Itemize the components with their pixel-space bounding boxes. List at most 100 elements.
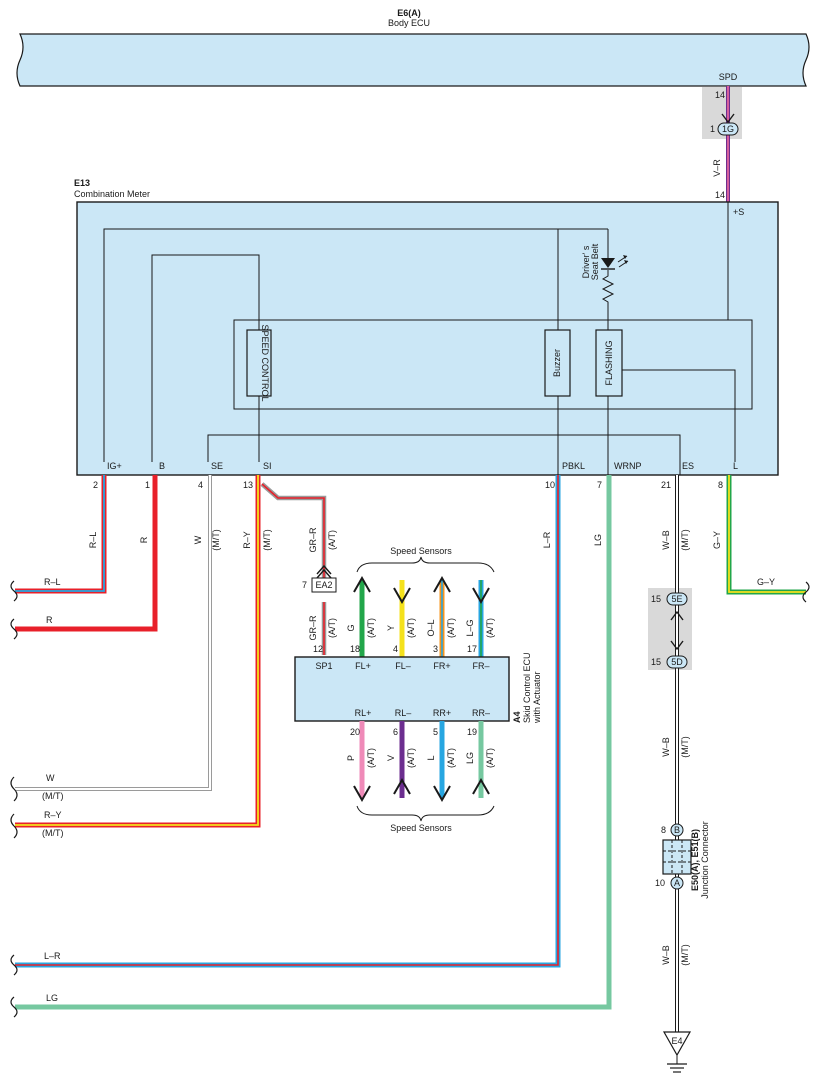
- wire-l-r-label-left: L–R: [44, 951, 61, 961]
- skid-wire-bottom-at-2: (A/T): [446, 748, 456, 768]
- skid-pin-rl-minus: RL–: [395, 708, 412, 718]
- wire-v-r-label: V–R: [712, 159, 722, 177]
- speed-sensors-bottom-label: Speed Sensors: [390, 823, 452, 833]
- pin-b: B: [159, 461, 165, 471]
- ground-e4-icon: [662, 1031, 692, 1073]
- connector-5d-label: 5D: [671, 657, 683, 667]
- connector-1g: [717, 122, 739, 136]
- speed-control-label: SPEED CONTROL: [260, 324, 270, 401]
- wire-r-l-label-left: R–L: [44, 577, 61, 587]
- pin-spd: SPD: [719, 72, 738, 82]
- connector-ea2-label: EA2: [315, 580, 332, 590]
- junction-pin-b: 8: [661, 825, 666, 835]
- pin-se: SE: [211, 461, 223, 471]
- combination-meter-box: [76, 201, 779, 476]
- wire-r: [15, 475, 158, 632]
- pin-number-si: 13: [243, 480, 253, 490]
- wire-r-y-mt: (M/T): [262, 529, 272, 551]
- skid-pin-rl-plus: RL+: [355, 708, 372, 718]
- skid-pin-fr-minus: FR–: [472, 661, 489, 671]
- wire-gr-r-at-2: (A/T): [327, 618, 337, 638]
- ground-e4-label: E4: [671, 1036, 682, 1046]
- skid-wire-top-at-1: (A/T): [406, 618, 416, 638]
- body-ecu-name: Body ECU: [388, 18, 430, 28]
- skid-ecu-code: A4: [512, 711, 522, 723]
- skid-wire-bottom-at-1: (A/T): [406, 748, 416, 768]
- wire-w-b-mt-1: (M/T): [680, 529, 690, 551]
- skid-num-top-2: 3: [433, 644, 438, 654]
- junction-name: Junction Connector: [700, 821, 710, 899]
- wire-w-b-label-1: W–B: [661, 530, 671, 550]
- junction-b-label: B: [674, 825, 680, 835]
- body-ecu-code: E6(A): [397, 8, 421, 18]
- meter-pin-14: 14: [715, 190, 725, 200]
- skid-wire-bottom-3: LG: [465, 752, 475, 764]
- skid-wire-bottom-at-3: (A/T): [485, 748, 495, 768]
- seat-belt-label-2: Seat Belt: [590, 243, 600, 280]
- connector-1g-label: 1G: [722, 124, 734, 134]
- wire-g-y: [726, 475, 806, 595]
- seat-belt-led-icon: [601, 255, 629, 270]
- wire-r-l: [15, 475, 107, 594]
- pin-l: L: [733, 461, 738, 471]
- wire-l-r: [15, 475, 561, 968]
- wire-gr-r-label-2: GR–R: [308, 615, 318, 641]
- connector-5d-pin: 15: [651, 657, 661, 667]
- skid-wire-top-1: Y: [386, 625, 396, 631]
- wire-g-y-label: G–Y: [712, 531, 722, 549]
- skid-num-top-0: 18: [350, 644, 360, 654]
- skid-pin-fl-plus: FL+: [355, 661, 371, 671]
- wire-lg-label: LG: [593, 534, 603, 546]
- meter-internal-circuit: [103, 202, 753, 475]
- skid-num-top-3: 17: [467, 644, 477, 654]
- connector-5d: [666, 655, 688, 669]
- skid-wire-top-2: O–L: [426, 619, 436, 636]
- skid-num-bottom-1: 6: [393, 727, 398, 737]
- skid-num-top-1: 4: [393, 644, 398, 654]
- pin-number-wrnp: 7: [597, 480, 602, 490]
- connector-ea2: [311, 577, 337, 593]
- junction-pin-a: 10: [655, 878, 665, 888]
- skid-wire-top-at-3: (A/T): [485, 618, 495, 638]
- wire-w-b-mt-3: (M/T): [680, 944, 690, 966]
- pin-spd-number: 14: [715, 90, 725, 100]
- skid-pin-fr-plus: FR+: [433, 661, 450, 671]
- wire-l-r-label: L–R: [542, 531, 552, 548]
- wire-w-b-label-3: W–B: [661, 945, 671, 965]
- seat-belt-label-1: Driver' s: [581, 245, 591, 278]
- skid-num-bottom-2: 5: [433, 727, 438, 737]
- skid-control-ecu-box: [294, 656, 510, 722]
- flashing-label: FLASHING: [604, 340, 614, 385]
- flashing-block: [595, 329, 623, 397]
- wire-w-label: W: [193, 535, 203, 544]
- skid-wire-top-at-2: (A/T): [446, 618, 456, 638]
- buzzer-label: Buzzer: [552, 349, 562, 377]
- pin-es: ES: [682, 461, 694, 471]
- wire-w-label-left: W: [46, 773, 55, 783]
- connector-5e: [666, 592, 688, 606]
- speed-control-block: [246, 329, 272, 397]
- wire-w: [15, 475, 212, 791]
- wire-w-mt-left: (M/T): [42, 791, 64, 801]
- meter-name: Combination Meter: [74, 189, 150, 199]
- skid-num-bottom-0: 20: [350, 727, 360, 737]
- wire-w-b-label-2: W–B: [661, 737, 671, 757]
- skid-wire-bottom-1: V: [386, 755, 396, 761]
- pin-number-ig: 2: [93, 480, 98, 490]
- wire-lg-label-left: LG: [46, 993, 58, 1003]
- skid-pin-12: 12: [313, 644, 323, 654]
- pin-ig: IG+: [107, 461, 122, 471]
- speed-sensors-bottom-brace: [356, 805, 495, 822]
- skid-num-bottom-3: 19: [467, 727, 477, 737]
- pin-number-b: 1: [145, 480, 150, 490]
- wire-gr-r: [260, 482, 327, 655]
- pin-number-es: 21: [661, 480, 671, 490]
- junction-a-label: A: [674, 878, 680, 888]
- skid-ecu-name-2: with Actuator: [532, 671, 542, 724]
- meter-pin-plus-s: +S: [733, 207, 744, 217]
- skid-wire-top-0: G: [346, 624, 356, 631]
- wire-g-y-label-right: G–Y: [757, 577, 775, 587]
- meter-code: E13: [74, 178, 90, 188]
- sensor-wires-bottom: [353, 721, 490, 803]
